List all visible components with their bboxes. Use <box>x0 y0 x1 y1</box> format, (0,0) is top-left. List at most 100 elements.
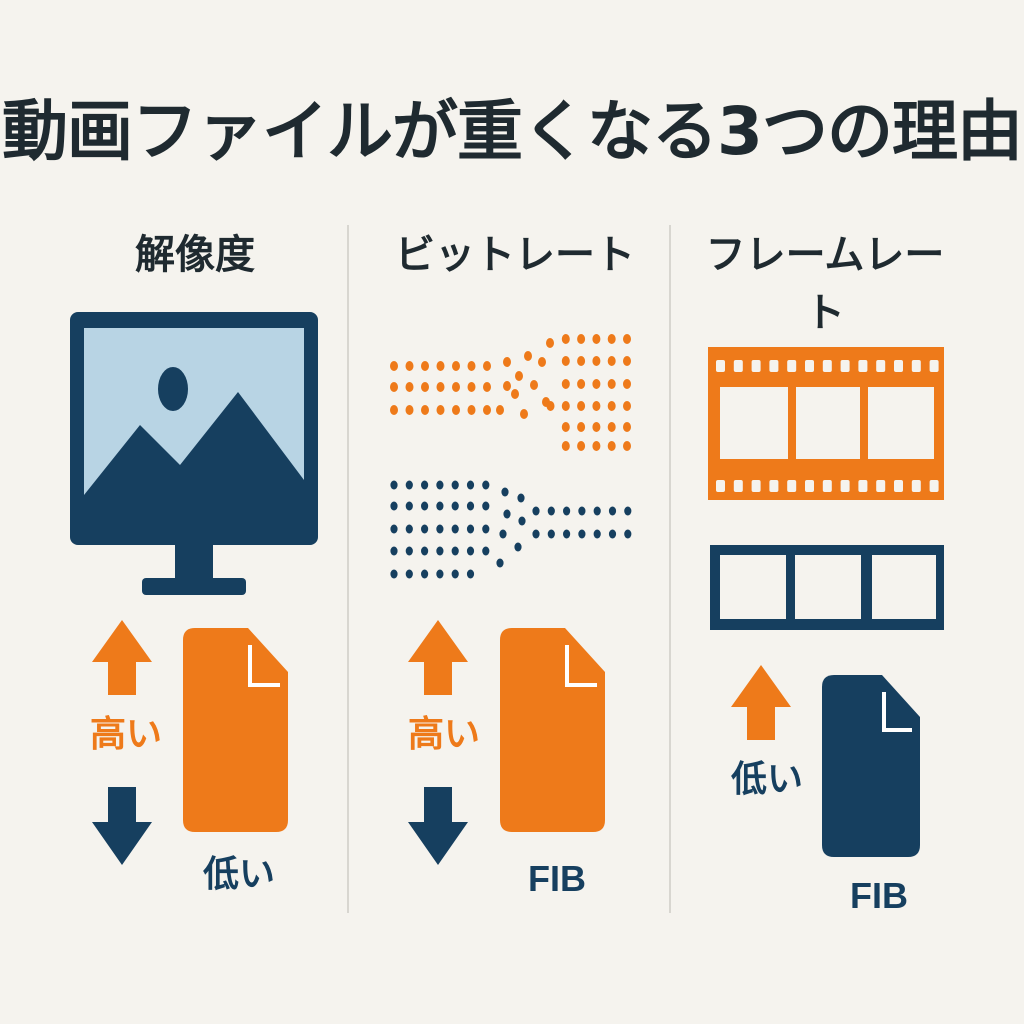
heading-resolution: 解像度 <box>135 232 255 278</box>
dot <box>436 546 444 556</box>
dot <box>532 529 540 539</box>
dot <box>624 506 632 516</box>
film-perforation <box>716 360 725 372</box>
dot <box>483 382 491 392</box>
heading-framerate: フレームレート <box>705 232 945 336</box>
dot <box>577 401 586 411</box>
dot <box>546 401 555 411</box>
low-label: 低い <box>203 854 276 895</box>
dot <box>436 569 444 579</box>
dot <box>466 546 475 556</box>
dot <box>547 529 555 539</box>
dot <box>607 401 616 411</box>
dot <box>530 380 538 390</box>
high-label: 高い <box>90 714 163 755</box>
film-perforation <box>894 480 903 492</box>
dot <box>577 334 586 344</box>
dot <box>421 382 429 392</box>
dot <box>467 361 476 371</box>
dot <box>623 334 631 344</box>
dot <box>593 506 601 516</box>
dot <box>451 546 459 556</box>
dot <box>483 405 491 415</box>
film-perforation <box>840 480 850 492</box>
dot <box>405 501 413 511</box>
low-label: 低い <box>731 759 804 800</box>
heading-bitrate: ビットレート <box>395 232 635 278</box>
dot <box>496 405 504 415</box>
dot <box>532 506 540 516</box>
film-perforation <box>805 360 814 372</box>
arrow-up-icon <box>731 665 791 740</box>
dot <box>390 569 398 579</box>
dot <box>421 524 429 534</box>
dot <box>466 524 475 534</box>
dot-stream-icon <box>390 334 632 579</box>
film-perforation <box>876 360 886 372</box>
dot <box>421 480 429 490</box>
dot <box>547 506 555 516</box>
film-perforation <box>787 480 797 492</box>
dot <box>390 501 398 511</box>
dot <box>421 569 429 579</box>
dot <box>623 401 631 411</box>
dot <box>405 405 414 415</box>
dot <box>436 382 445 392</box>
dot <box>405 546 413 556</box>
dot <box>624 529 632 539</box>
dot <box>390 382 398 392</box>
dot <box>466 569 475 579</box>
dot <box>421 546 429 556</box>
dot <box>466 501 475 511</box>
film-perforation <box>894 360 903 372</box>
dot <box>546 338 554 348</box>
dot <box>592 356 601 366</box>
film-perforation <box>751 480 761 492</box>
dot <box>421 405 429 415</box>
dot <box>421 361 429 371</box>
dot <box>607 422 616 432</box>
dot <box>390 546 398 556</box>
dot <box>390 361 398 371</box>
dot <box>405 361 414 371</box>
arrow-up-icon <box>408 620 468 695</box>
column-divider <box>347 225 349 913</box>
film-perforation <box>822 360 832 372</box>
dot <box>561 379 570 389</box>
dot <box>467 382 476 392</box>
arrow-down-icon <box>408 787 468 865</box>
dot <box>436 361 445 371</box>
dot <box>436 480 444 490</box>
dot <box>577 441 586 451</box>
dot <box>524 351 532 361</box>
dot <box>561 356 570 366</box>
dot <box>577 356 586 366</box>
dot <box>511 389 519 399</box>
film-perforation <box>787 360 797 372</box>
film-perforation <box>769 360 779 372</box>
dot <box>499 529 507 539</box>
dot <box>452 382 460 392</box>
dot <box>563 529 571 539</box>
dot <box>483 361 491 371</box>
film-perforation <box>733 480 743 492</box>
file-label: FIB <box>850 875 908 916</box>
dot <box>421 501 429 511</box>
dot <box>592 334 601 344</box>
dot <box>436 405 445 415</box>
film-perforation <box>840 360 850 372</box>
dot <box>517 493 525 503</box>
dot <box>592 422 601 432</box>
dot <box>561 334 570 344</box>
dot <box>561 422 570 432</box>
dot <box>466 480 475 490</box>
dot <box>607 356 616 366</box>
dot <box>515 371 523 381</box>
dot <box>577 379 586 389</box>
dot <box>563 506 571 516</box>
dot <box>578 529 586 539</box>
file-icon <box>822 675 920 857</box>
dot <box>405 382 414 392</box>
dot <box>390 480 398 490</box>
